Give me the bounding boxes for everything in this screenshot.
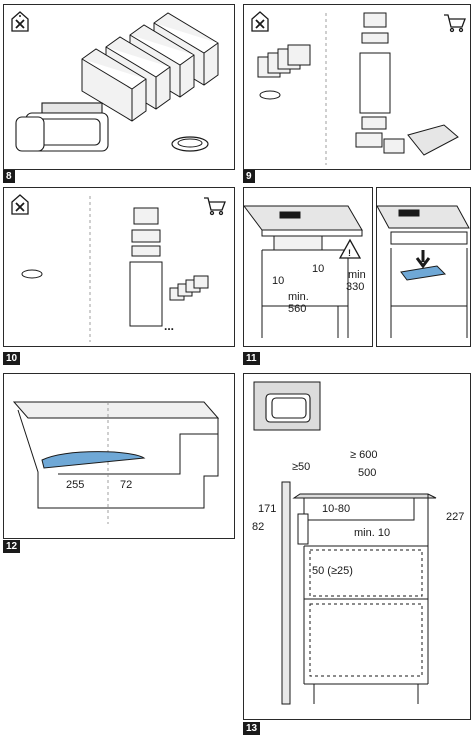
- step-13-number: 13: [243, 722, 261, 735]
- dim-top: 171: [258, 503, 276, 515]
- dim-min-width-value: 560: [288, 303, 306, 315]
- step-10-illustration: ...: [11, 194, 226, 342]
- no-recirculation-icon: [251, 11, 269, 32]
- svg-text:...: ...: [164, 319, 174, 333]
- dim-width: 500: [358, 467, 376, 479]
- dim-front: ≥50: [292, 461, 310, 473]
- dim-min-height-label: min: [348, 269, 366, 281]
- step-10-number: 10: [3, 352, 21, 365]
- seal-ring: [171, 136, 209, 152]
- dim-bottom: 82: [252, 521, 264, 533]
- step-13-panel: ≥ 600 ≥50 500 10-80 171 82 227 min. 10 5…: [243, 373, 471, 720]
- dim-min-gap: min. 10: [354, 527, 390, 539]
- filter-blocks: [81, 12, 219, 122]
- dim-gap: 10-80: [322, 503, 350, 515]
- step-11b-panel: [376, 187, 471, 347]
- no-recirculation-icon: [11, 11, 29, 32]
- step-13-illustration: ≥ 600 ≥50 500 10-80 171 82 227 min. 10 5…: [252, 381, 464, 705]
- step-8-illustration: [11, 11, 219, 152]
- dim-left: 255: [66, 479, 84, 491]
- warning-icon: !: [338, 238, 362, 259]
- duct-adapter: [15, 102, 109, 152]
- step-11-illustration: ! 10 10 min. 560 min 330: [243, 205, 366, 338]
- step-8-number: 8: [3, 170, 15, 183]
- dim-offset-right: 10: [312, 263, 324, 275]
- step-9-panel: [243, 4, 471, 170]
- step-11-panel: ! 10 10 min. 560 min 330: [243, 187, 373, 347]
- dim-height: 227: [446, 511, 464, 523]
- step-9-illustration: [251, 11, 466, 165]
- dim-min-height-value: 330: [346, 281, 364, 293]
- step-12-number: 12: [3, 540, 21, 553]
- step-9-number: 9: [243, 170, 255, 183]
- dim-wall: 50 (≥25): [312, 565, 353, 577]
- dim-right: 72: [120, 479, 132, 491]
- step-11-number: 11: [243, 352, 260, 365]
- shopping-cart-icon: [444, 14, 466, 33]
- step-12-panel: 255 72: [3, 373, 235, 539]
- dim-min-width-label: min.: [288, 291, 309, 303]
- step-10-panel: ...: [3, 187, 235, 347]
- dim-offset-left: 10: [272, 275, 284, 287]
- step-8-panel: [3, 4, 235, 170]
- step-12-illustration: 255 72: [12, 401, 220, 524]
- no-recirculation-icon: [11, 194, 29, 215]
- step-11b-illustration: [376, 205, 470, 338]
- dim-total: ≥ 600: [350, 449, 377, 461]
- shopping-cart-icon: [204, 197, 226, 216]
- svg-text:!: !: [348, 248, 351, 258]
